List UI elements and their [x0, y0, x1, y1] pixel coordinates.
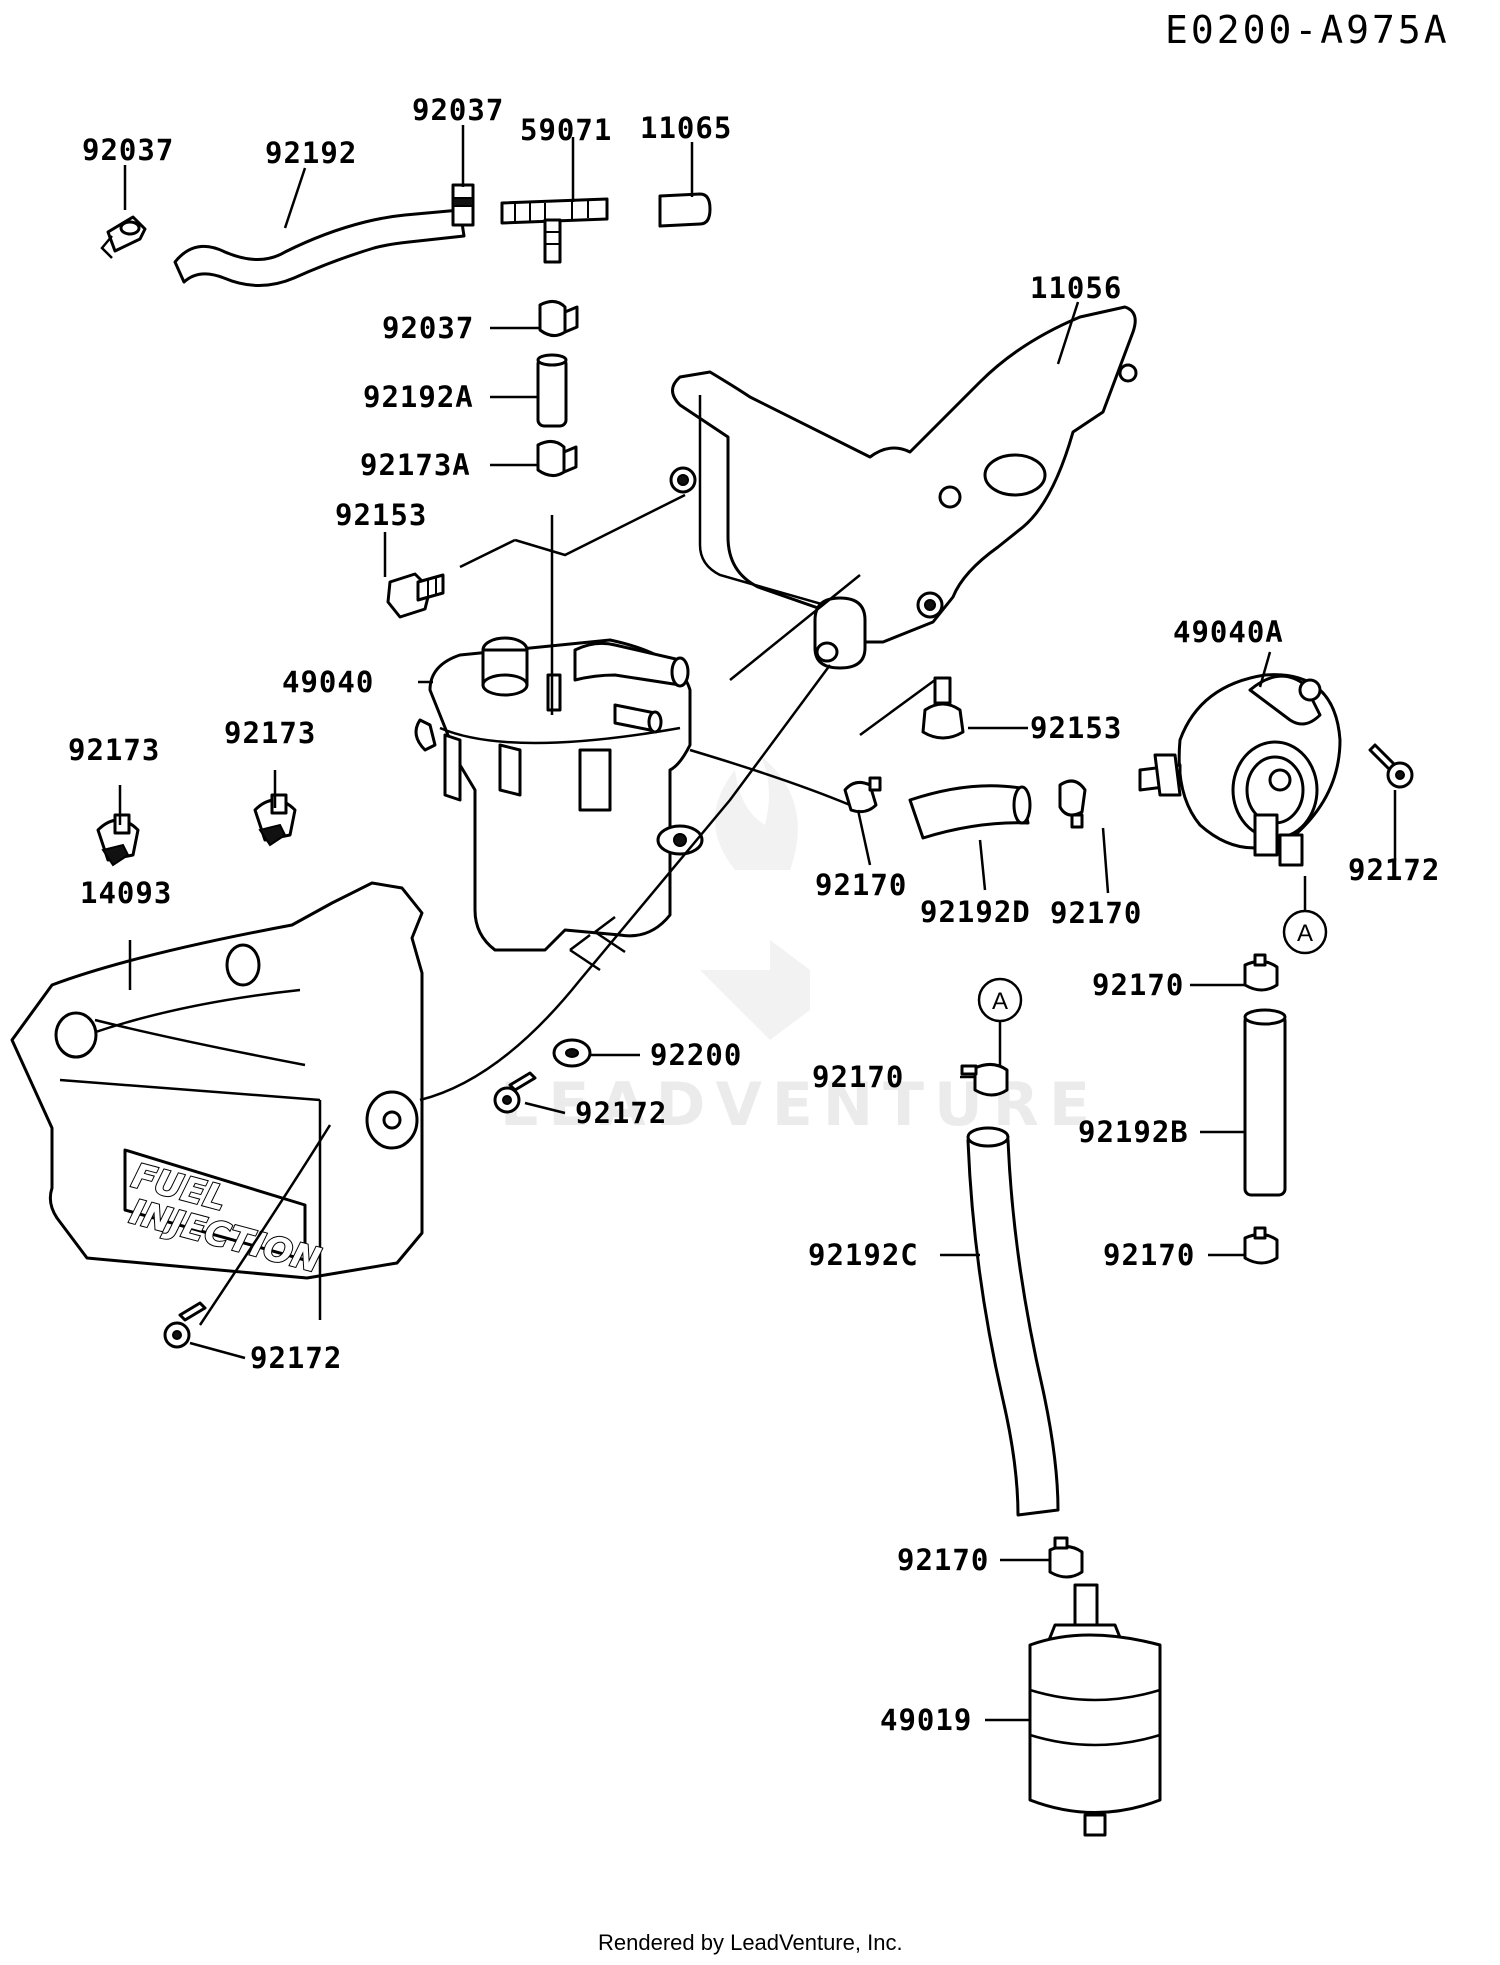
- clamp-92037-mid[interactable]: [538, 300, 579, 337]
- label-59071: 59071: [520, 113, 612, 147]
- clip-92173-right[interactable]: [253, 793, 297, 847]
- ref-marker-a-center-text: A: [992, 988, 1008, 1015]
- label-92172-right: 92172: [1348, 853, 1440, 887]
- label-92170-d: 92170: [1103, 1238, 1195, 1272]
- label-92192B: 92192B: [1078, 1115, 1189, 1149]
- alignment-lines: [198, 493, 936, 1326]
- diagram-code: E0200-A975A: [1165, 8, 1450, 52]
- bolt-92153-left[interactable]: [386, 572, 445, 619]
- tee-fitting-59071[interactable]: [500, 197, 609, 264]
- clamp-92170-b[interactable]: [1058, 779, 1087, 829]
- hose-92192B[interactable]: [1243, 1008, 1287, 1197]
- cap-11065[interactable]: [658, 192, 712, 228]
- washer-92200[interactable]: [552, 1038, 592, 1068]
- clamp-92173A[interactable]: [536, 440, 578, 477]
- label-49040A: 49040A: [1173, 615, 1284, 649]
- hose-92192[interactable]: [173, 190, 474, 287]
- label-92037-mid: 92037: [382, 311, 474, 345]
- label-92170-f: 92170: [897, 1543, 989, 1577]
- fuel-pump-49040A[interactable]: [1138, 673, 1342, 867]
- label-11065: 11065: [640, 111, 732, 145]
- clip-92173-left[interactable]: [96, 813, 140, 867]
- leader-lines: [118, 125, 1397, 1722]
- screw-92172-center[interactable]: [493, 1071, 537, 1114]
- label-92173-left: 92173: [68, 733, 160, 767]
- label-92192: 92192: [265, 136, 357, 170]
- label-92192D: 92192D: [920, 895, 1031, 929]
- screw-92172-bottom[interactable]: [163, 1301, 207, 1349]
- ref-marker-a-right: A: [1282, 876, 1328, 955]
- hose-92192D[interactable]: [908, 784, 1032, 840]
- label-92172-center: 92172: [575, 1096, 667, 1130]
- label-49019: 49019: [880, 1703, 972, 1737]
- label-92173-right: 92173: [224, 716, 316, 750]
- hose-92192A[interactable]: [536, 353, 568, 428]
- cover-14093[interactable]: FUEL INJECTION: [10, 881, 424, 1320]
- clamp-92170-c[interactable]: [1243, 953, 1279, 992]
- label-92173A: 92173A: [360, 448, 471, 482]
- bracket-11056[interactable]: [669, 305, 1138, 670]
- label-92170-a: 92170: [815, 868, 907, 902]
- hose-92192C[interactable]: [966, 1126, 1060, 1517]
- clamp-92170-d[interactable]: [1243, 1226, 1279, 1265]
- label-92037-left: 92037: [82, 133, 174, 167]
- label-92170-c: 92170: [1092, 968, 1184, 1002]
- clamp-92170-a[interactable]: [843, 776, 882, 814]
- fuel-pump-49040[interactable]: [414, 636, 704, 952]
- label-11056: 11056: [1030, 271, 1122, 305]
- clamp-92037-top[interactable]: [451, 183, 475, 227]
- label-92170-b: 92170: [1050, 896, 1142, 930]
- label-92192C: 92192C: [808, 1238, 919, 1272]
- clamp-92170-e[interactable]: [960, 1063, 1009, 1097]
- label-92172-bottom: 92172: [250, 1341, 342, 1375]
- bolt-92153-right[interactable]: [921, 676, 965, 740]
- label-92200: 92200: [650, 1038, 742, 1072]
- fuel-filter-49019[interactable]: [1028, 1583, 1162, 1837]
- label-92153-left: 92153: [335, 498, 427, 532]
- ref-marker-a-center: A: [977, 977, 1023, 1066]
- label-92153-right: 92153: [1030, 711, 1122, 745]
- label-92192A: 92192A: [363, 380, 474, 414]
- label-49040: 49040: [282, 665, 374, 699]
- ref-marker-a-right-text: A: [1297, 920, 1313, 947]
- clamp-92037-left[interactable]: [100, 215, 147, 259]
- screw-92172-right[interactable]: [1368, 743, 1414, 789]
- clamp-92170-f[interactable]: [1048, 1536, 1084, 1579]
- footer-credit: Rendered by LeadVenture, Inc.: [598, 1930, 903, 1955]
- label-92170-e: 92170: [812, 1060, 904, 1094]
- label-14093: 14093: [80, 876, 172, 910]
- label-92037-top: 92037: [412, 93, 504, 127]
- part-labels: 92037 92192 92037 59071 11065 92037 9219…: [68, 93, 1440, 1737]
